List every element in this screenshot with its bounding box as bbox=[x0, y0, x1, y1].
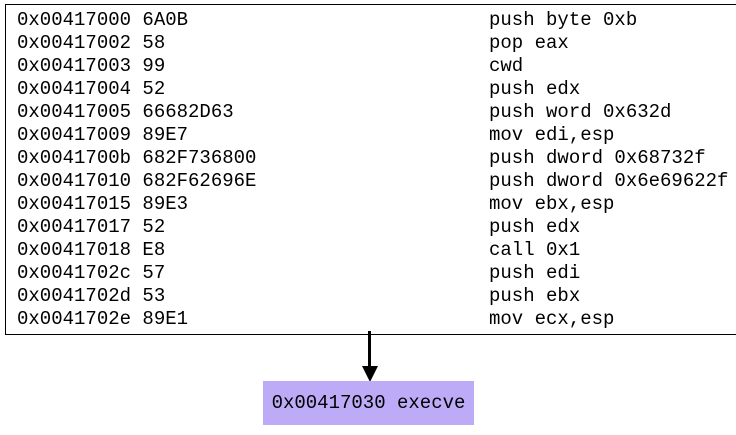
asm-instruction: push ebx bbox=[489, 285, 581, 307]
asm-address-and-bytes: 0x00417003 99 bbox=[17, 55, 166, 77]
asm-instruction: mov ebx,esp bbox=[489, 193, 615, 215]
callee-label: 0x00417030 execve bbox=[271, 392, 466, 414]
asm-address-and-bytes: 0x00417018 E8 bbox=[17, 239, 166, 261]
asm-address-and-bytes: 0x00417017 52 bbox=[17, 216, 166, 238]
asm-instruction: push word 0x632d bbox=[489, 101, 672, 123]
asm-row: 0x0041700b 682F736800 push dword 0x68732… bbox=[17, 147, 736, 170]
asm-row: 0x00417005 66682D63 push word 0x632d bbox=[17, 101, 736, 124]
asm-row: 0x0041702e 89E1 mov ecx,esp bbox=[17, 308, 736, 331]
asm-row: 0x00417009 89E7 mov edi,esp bbox=[17, 124, 736, 147]
asm-address-and-bytes: 0x00417005 66682D63 bbox=[17, 101, 234, 123]
asm-instruction: push edx bbox=[489, 78, 581, 100]
asm-address-and-bytes: 0x00417015 89E3 bbox=[17, 193, 189, 215]
asm-row: 0x00417017 52 push edx bbox=[17, 216, 736, 239]
asm-instruction: push dword 0x6e69622f bbox=[489, 170, 729, 192]
asm-row: 0x00417002 58 pop eax bbox=[17, 32, 736, 55]
asm-address-and-bytes: 0x0041700b 682F736800 bbox=[17, 147, 257, 169]
asm-instruction: cwd bbox=[489, 55, 524, 77]
asm-instruction: push byte 0xb bbox=[489, 9, 638, 31]
asm-row: 0x00417004 52 push edx bbox=[17, 78, 736, 101]
asm-address-and-bytes: 0x0041702d 53 bbox=[17, 285, 166, 307]
asm-row: 0x00417003 99 cwd bbox=[17, 55, 736, 78]
callee-node-execve: 0x00417030 execve bbox=[263, 381, 474, 425]
asm-instruction: push edi bbox=[489, 262, 581, 284]
asm-address-and-bytes: 0x00417000 6A0B bbox=[17, 9, 189, 31]
asm-row: 0x00417000 6A0B push byte 0xb bbox=[17, 9, 736, 32]
asm-instruction: push dword 0x68732f bbox=[489, 147, 706, 169]
asm-instruction: pop eax bbox=[489, 32, 569, 54]
asm-row: 0x00417018 E8 call 0x1 bbox=[17, 239, 736, 262]
asm-address-and-bytes: 0x00417009 89E7 bbox=[17, 124, 189, 146]
asm-instruction: call 0x1 bbox=[489, 239, 581, 261]
asm-instruction: push edx bbox=[489, 216, 581, 238]
asm-instruction: mov ecx,esp bbox=[489, 308, 615, 330]
asm-address-and-bytes: 0x00417004 52 bbox=[17, 78, 166, 100]
asm-row: 0x00417015 89E3 mov ebx,esp bbox=[17, 193, 736, 216]
disassembly-basic-block: 0x00417000 6A0B push byte 0xb 0x00417002… bbox=[5, 4, 736, 335]
asm-row: 0x0041702d 53 push ebx bbox=[17, 285, 736, 308]
arrow-head-icon bbox=[362, 366, 378, 382]
arrow-shaft bbox=[368, 331, 371, 366]
asm-address-and-bytes: 0x00417010 682F62696E bbox=[17, 170, 257, 192]
asm-address-and-bytes: 0x00417002 58 bbox=[17, 32, 166, 54]
asm-row-list: 0x00417000 6A0B push byte 0xb 0x00417002… bbox=[17, 9, 736, 331]
asm-address-and-bytes: 0x0041702e 89E1 bbox=[17, 308, 189, 330]
asm-address-and-bytes: 0x0041702c 57 bbox=[17, 262, 166, 284]
asm-row: 0x0041702c 57 push edi bbox=[17, 262, 736, 285]
asm-row: 0x00417010 682F62696E push dword 0x6e696… bbox=[17, 170, 736, 193]
asm-instruction: mov edi,esp bbox=[489, 124, 615, 146]
